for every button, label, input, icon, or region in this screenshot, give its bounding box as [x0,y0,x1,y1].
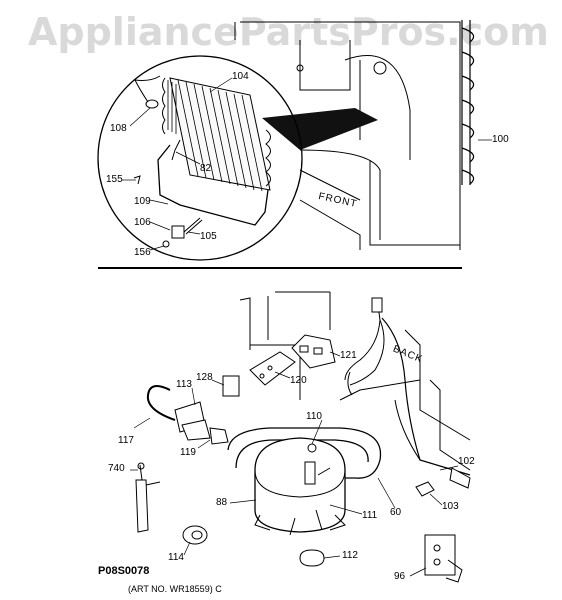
callout-108: 108 [110,123,127,134]
tape-roll [182,525,208,545]
evaporator-coil [162,77,271,192]
callout-96: 96 [394,571,406,582]
bottom-leaders [130,351,459,577]
callout-104: 104 [232,71,249,82]
condenser-coil [461,20,475,185]
compressor [254,437,346,536]
sensor-wire [134,75,161,103]
relay-assembly [249,334,336,386]
filter-drier [135,462,161,533]
callout-119: 119 [180,447,196,458]
art-number: (ART NO. WR18559) C [128,584,222,594]
start-relay [174,401,229,445]
mount-hardware [162,217,203,248]
callout-60: 60 [390,507,402,518]
cord-plug [449,467,471,489]
callout-117: 117 [118,435,134,446]
overload-protector [222,375,240,397]
compartment-outline [239,291,471,471]
callout-82: 82 [200,163,212,174]
diagram-code: P08S0078 [98,565,150,577]
callout-111: 111 [362,510,378,521]
callout-740: 740 [108,463,125,474]
relay-wire-117 [146,385,176,421]
callout-112: 112 [342,550,358,561]
detail-circle [97,55,303,261]
defrost-heater [157,144,269,226]
wire-harness [344,304,385,396]
harness-connector [371,297,383,313]
callout-128: 128 [196,372,213,383]
callout-102: 102 [458,456,475,467]
sensor [145,99,159,109]
grommet-112 [299,549,325,567]
callout-120: 120 [290,375,307,386]
wall-outlet [424,534,463,583]
callout-88: 88 [216,497,228,508]
cord-clamp [415,481,435,497]
callout-155: 155 [106,174,123,185]
callout-106: 106 [134,217,151,228]
clip [133,175,141,185]
cabinet-outline [234,21,461,250]
callout-105: 105 [200,231,217,242]
callout-103: 103 [442,501,459,512]
power-cord-2 [394,399,421,461]
callout-100: 100 [492,134,509,145]
power-cord [381,317,471,476]
callout-114: 114 [168,552,184,563]
callout-156: 156 [134,247,151,258]
callout-109: 109 [134,196,151,207]
top-leaders [122,77,233,251]
callout-113: 113 [176,379,192,390]
callout-110: 110 [306,411,322,422]
callout-121: 121 [340,350,357,361]
evaporator-shadow [262,108,378,150]
